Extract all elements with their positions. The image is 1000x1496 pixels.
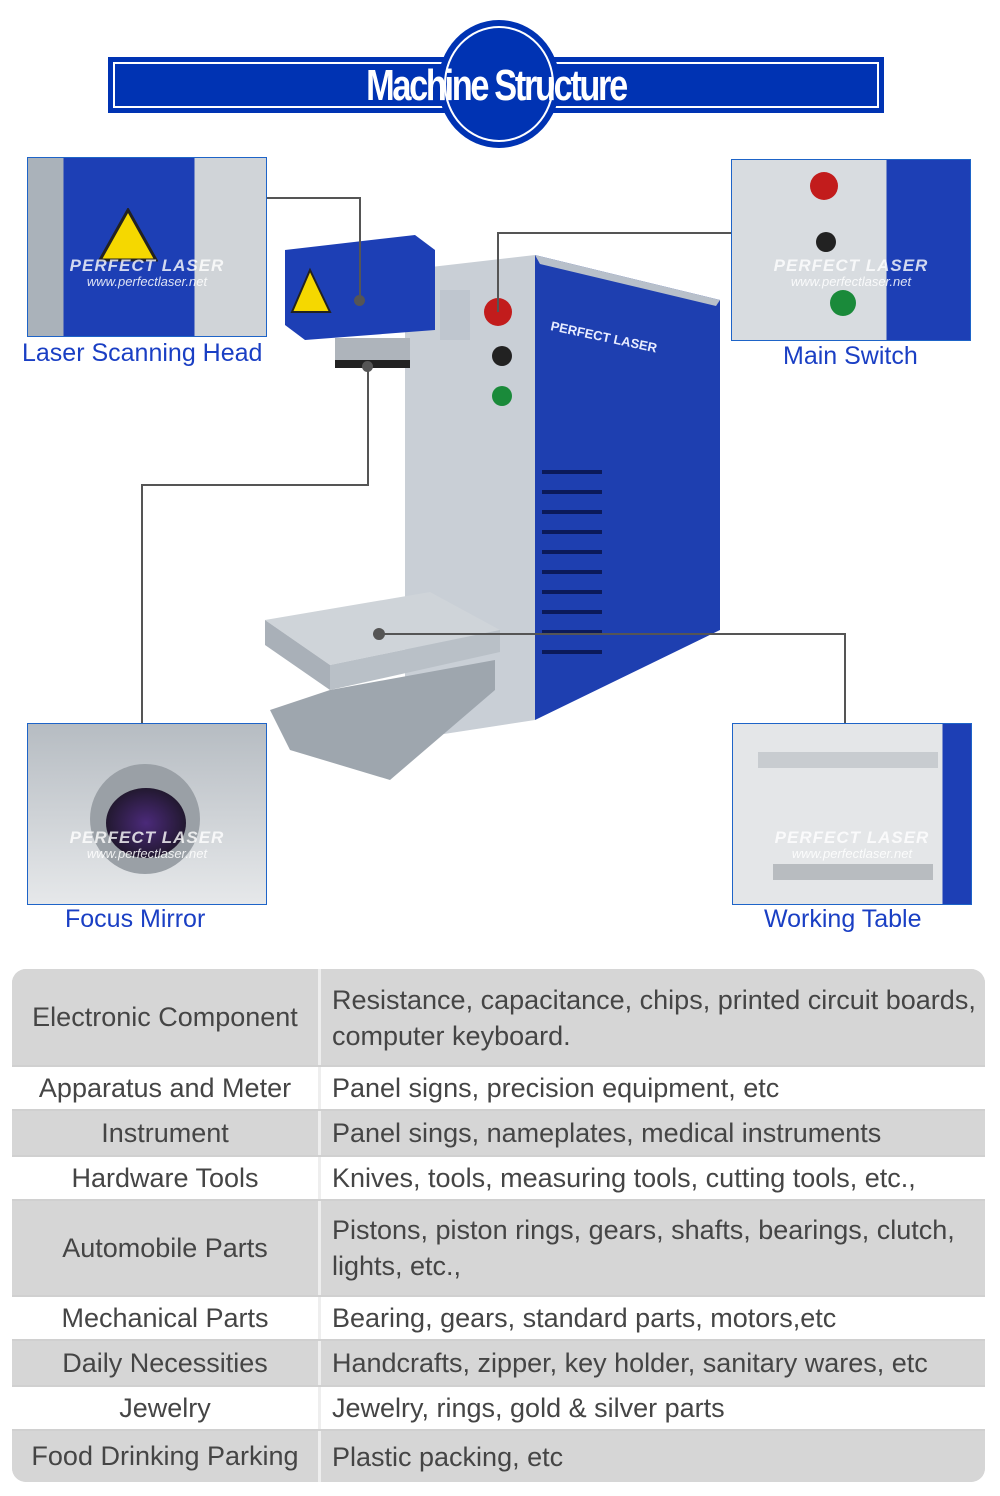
connector-line [267,197,361,199]
connector-line [141,484,369,486]
category-cell: Daily Necessities [12,1341,321,1385]
items-cell: Resistance, capacitance, chips, printed … [332,984,976,1051]
items-cell: Knives, tools, measuring tools, cutting … [332,1163,916,1193]
emergency-stop-icon [484,298,512,326]
items-cell: Plastic packing, etc [332,1441,564,1472]
photo-working-table: PERFECT LASER www.perfectlaser.net [732,723,972,905]
photo-focus-mirror: PERFECT LASER www.perfectlaser.net [27,723,267,905]
connector-line [367,366,369,486]
category-cell: Automobile Parts [12,1201,321,1295]
connector-dot [373,628,385,640]
table-row: Instrument Panel sings, nameplates, medic… [12,1111,985,1155]
items-cell: Handcrafts, zipper, key holder, sanitary… [332,1348,928,1378]
table-row: Hardware Tools Knives, tools, measuring t… [12,1155,985,1201]
items-cell: Jewelry, rings, gold & silver parts [332,1393,725,1423]
items-cell: Bearing, gears, standard parts, motors,e… [332,1303,837,1333]
key-switch-icon [492,346,512,366]
caption-focus-mirror: Focus Mirror [65,905,206,933]
caption-working-table: Working Table [764,905,922,933]
table-row: Jewelry Jewelry, rings, gold & silver par… [12,1385,985,1431]
table-row: Food Drinking Parking Plastic packing, et… [12,1431,985,1482]
power-button-icon [492,386,512,406]
connector-line [380,633,846,635]
header-emblem [438,20,560,148]
page-title: Machine Structure [366,61,628,110]
items-cell: Pistons, piston rings, gears, shafts, be… [332,1215,955,1281]
connector-dot [354,295,365,306]
table-row: Mechanical Parts Bearing, gears, standard… [12,1295,985,1341]
category-cell: Jewelry [12,1387,321,1429]
category-cell: Food Drinking Parking [12,1431,321,1482]
table-row: Daily Necessities Handcrafts, zipper, key… [12,1341,985,1385]
connector-line [497,232,733,234]
category-cell: Apparatus and Meter [12,1067,321,1109]
photo-main-switch: PERFECT LASER www.perfectlaser.net [731,159,971,341]
connector-line [497,232,499,312]
connector-dot [362,361,373,372]
category-cell: Instrument [12,1111,321,1155]
caption-laser-scanning-head: Laser Scanning Head [22,339,263,367]
connector-line [844,633,846,724]
photo-laser-scanning-head: PERFECT LASER www.perfectlaser.net [27,157,267,337]
category-cell: Electronic Component [12,969,321,1066]
category-cell: Mechanical Parts [12,1297,321,1339]
caption-main-switch: Main Switch [783,342,918,370]
laser-marking-machine-illustration: PERFECT LASER [265,235,720,780]
category-cell: Hardware Tools [12,1157,321,1199]
connector-line [141,484,143,724]
table-row: Apparatus and Meter Panel signs, precisio… [12,1065,985,1111]
warning-icon [98,208,158,262]
connector-line [359,197,361,300]
items-cell: Panel sings, nameplates, medical instrum… [332,1118,882,1148]
items-cell: Panel signs, precision equipment, etc [332,1073,780,1103]
